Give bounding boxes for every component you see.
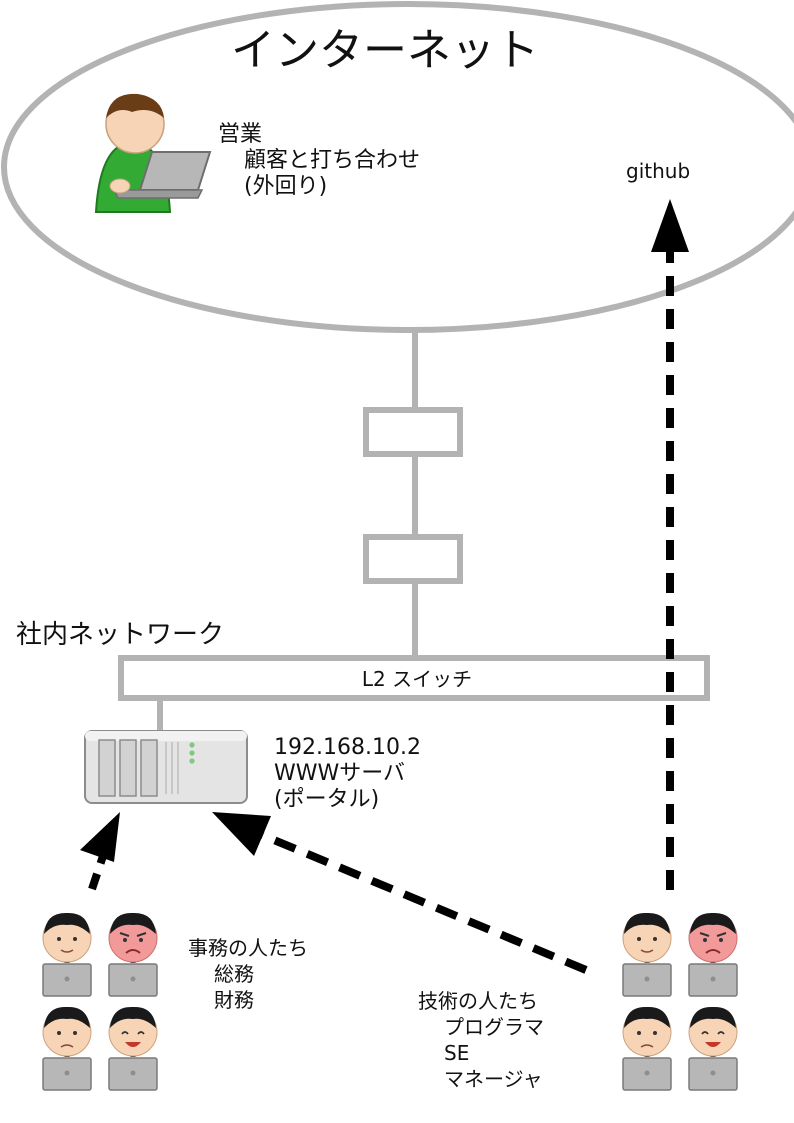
- tech-line-2: SE: [444, 1041, 470, 1065]
- l2-switch-bar: [118, 655, 710, 701]
- tech-worker-sad-icon: [622, 1006, 672, 1091]
- arrow-tech-to-github: [651, 199, 689, 890]
- sales-heading: 営業: [218, 122, 263, 147]
- router-box-2: [363, 534, 463, 584]
- github-label: github: [626, 159, 691, 183]
- network-label: 社内ネットワーク: [16, 620, 225, 650]
- router-box-1: [363, 407, 463, 457]
- tech-line-1: プログラマ: [444, 1015, 544, 1039]
- office-worker-angry-icon: [108, 912, 158, 997]
- tech-worker-angry-icon: [688, 912, 738, 997]
- server-name: WWWサーバ: [274, 761, 406, 786]
- switch-label: L2 スイッチ: [361, 667, 473, 691]
- office-worker-smiling-icon: [108, 1006, 158, 1091]
- internet-title: インターネット: [231, 25, 539, 76]
- tech-heading: 技術の人たち: [418, 989, 538, 1013]
- office-worker-sad-icon: [42, 1006, 92, 1091]
- office-line-1: 総務: [214, 962, 254, 986]
- sales-line-1: 顧客と打ち合わせ: [244, 148, 421, 173]
- tech-worker-smiling-icon: [688, 1006, 738, 1091]
- internet-cloud: [1, 1, 794, 333]
- arrow-office-to-server: [80, 812, 120, 891]
- office-worker-icon: [42, 912, 92, 997]
- tech-line-3: マネージャ: [444, 1067, 543, 1091]
- sales-person-icon: [94, 93, 212, 213]
- office-heading: 事務の人たち: [188, 936, 308, 960]
- server-ip: 192.168.10.2: [274, 735, 421, 760]
- tech-worker-icon: [622, 912, 672, 997]
- server-sub: (ポータル): [274, 787, 380, 812]
- sales-line-2: (外回り): [244, 174, 328, 199]
- arrow-tech-to-server: [212, 812, 588, 974]
- server-icon: [84, 730, 248, 804]
- office-line-2: 財務: [214, 988, 254, 1012]
